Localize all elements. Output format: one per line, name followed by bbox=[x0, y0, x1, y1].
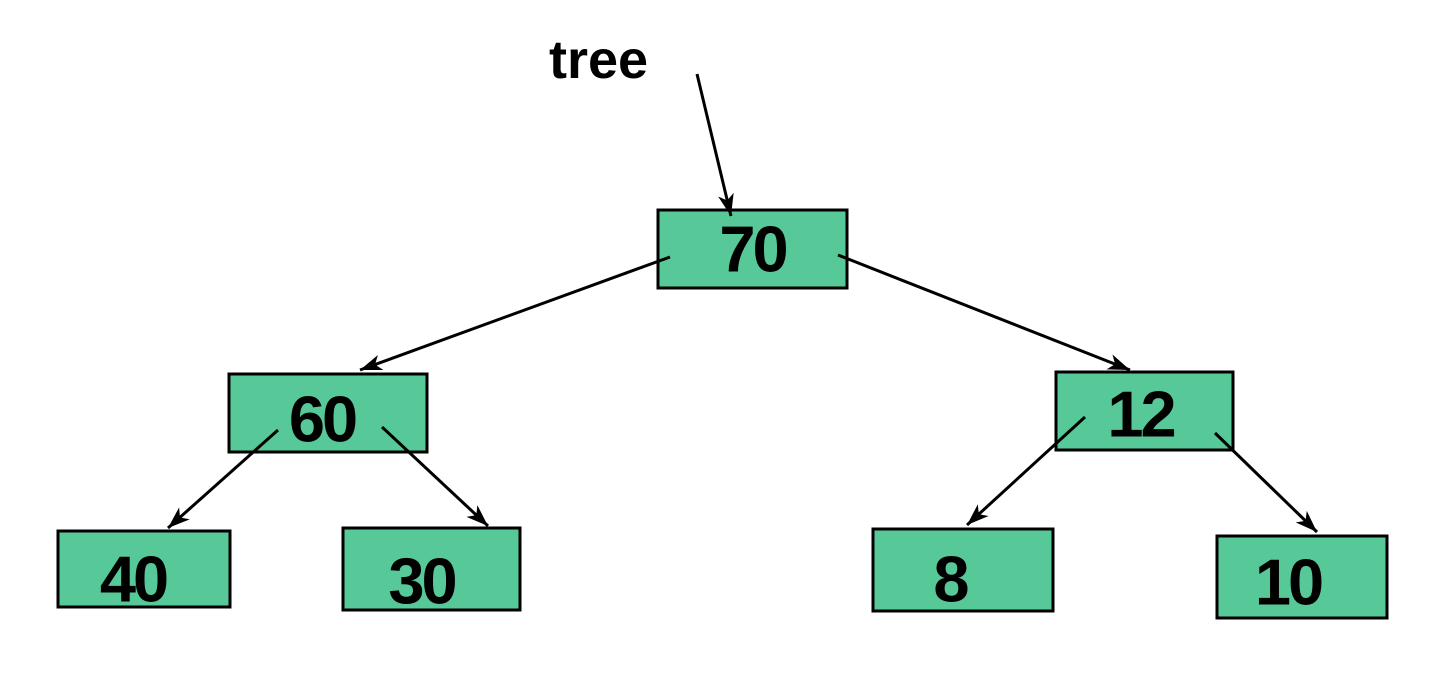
edge-60-to-30 bbox=[380, 425, 490, 528]
tree-node-label-12: 12 bbox=[1107, 378, 1174, 451]
edge-pointer-to-70 bbox=[695, 73, 734, 217]
edge-70-to-12 bbox=[837, 253, 1131, 372]
edge-12-to-10 bbox=[1213, 431, 1319, 534]
edges-layer bbox=[167, 73, 1319, 534]
edge-70-to-60 bbox=[359, 255, 671, 372]
tree-node-label-30: 30 bbox=[388, 545, 455, 618]
tree-node-10 bbox=[1215, 534, 1389, 620]
tree-node-label-60: 60 bbox=[289, 383, 356, 456]
tree-node-label-70: 70 bbox=[719, 213, 786, 286]
tree-node-30 bbox=[341, 526, 522, 612]
edge-12-to-8 bbox=[965, 415, 1087, 527]
tree-node-label-40: 40 bbox=[100, 543, 167, 616]
tree-node-8 bbox=[871, 527, 1055, 613]
tree-node-label-10: 10 bbox=[1255, 546, 1322, 619]
edge-60-to-40 bbox=[167, 428, 279, 530]
tree-node-label-8: 8 bbox=[933, 543, 968, 616]
tree-node-12 bbox=[1054, 370, 1235, 452]
nodes-layer: 70 60 12 40 30 8 10 bbox=[56, 208, 1389, 620]
tree-node-40 bbox=[56, 529, 232, 609]
tree-node-70 bbox=[656, 208, 849, 290]
tree-pointer-label: tree bbox=[549, 30, 648, 90]
